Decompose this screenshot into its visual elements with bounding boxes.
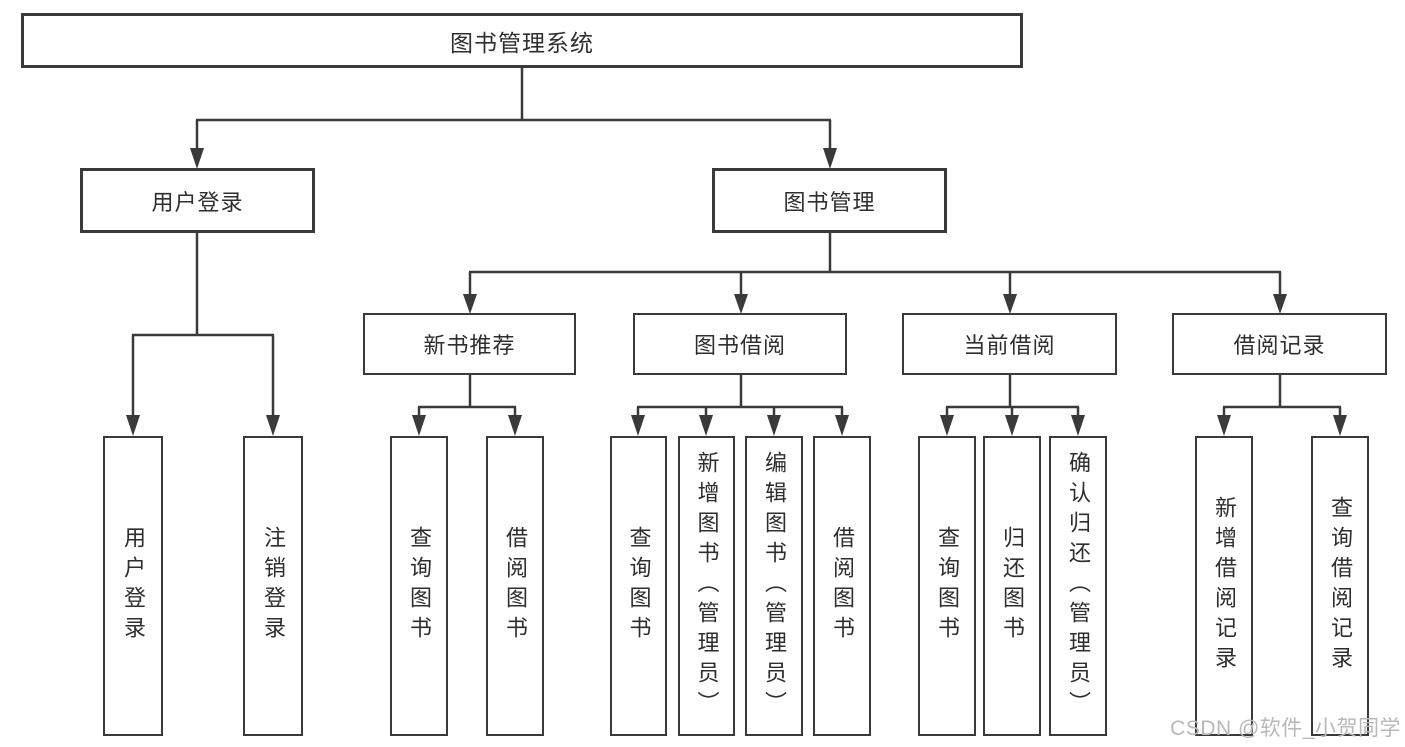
leaf-user-login: 用户登录 xyxy=(103,436,163,736)
node-current-borrow-label: 当前借阅 xyxy=(963,333,1056,358)
leaf-current-return-books-label: 归还图书 xyxy=(1000,526,1025,646)
node-book-borrow: 图书借阅 xyxy=(633,313,847,375)
leaf-borrow-borrow-books: 借阅图书 xyxy=(813,436,871,736)
leaf-borrow-add-books-admin-label: 新增图书（管理员） xyxy=(694,451,720,721)
leaf-current-query-books-label: 查询图书 xyxy=(935,526,960,646)
node-library-management-system: 图书管理系统 xyxy=(21,13,1023,68)
leaf-recommend-borrow-books-label: 借阅图书 xyxy=(503,526,528,646)
leaf-logout: 注销登录 xyxy=(243,436,303,736)
leaf-recommend-query-books-label: 查询图书 xyxy=(407,526,432,646)
leaf-records-query-record: 查询借阅记录 xyxy=(1311,436,1369,736)
leaf-borrow-borrow-books-label: 借阅图书 xyxy=(830,526,855,646)
leaf-records-add-record-label: 新增借阅记录 xyxy=(1212,496,1237,676)
node-library-management-system-label: 图书管理系统 xyxy=(450,29,594,56)
leaf-logout-label: 注销登录 xyxy=(261,526,286,646)
csdn-watermark: CSDN @软件_小贺同学 xyxy=(1170,717,1401,740)
node-new-book-recommend: 新书推荐 xyxy=(363,313,576,375)
node-user-login: 用户登录 xyxy=(80,168,315,233)
leaf-current-return-books: 归还图书 xyxy=(983,436,1041,736)
leaf-records-add-record: 新增借阅记录 xyxy=(1195,436,1253,736)
leaf-recommend-query-books: 查询图书 xyxy=(390,436,448,736)
node-new-book-recommend-label: 新书推荐 xyxy=(423,333,516,358)
node-borrow-records-label: 借阅记录 xyxy=(1233,333,1326,358)
leaf-borrow-add-books-admin: 新增图书（管理员） xyxy=(678,436,735,736)
leaf-current-confirm-return-admin: 确认归还（管理员） xyxy=(1049,436,1107,736)
node-book-management: 图书管理 xyxy=(712,168,947,233)
leaf-borrow-query-books-label: 查询图书 xyxy=(626,526,652,646)
leaf-recommend-borrow-books: 借阅图书 xyxy=(486,436,544,736)
leaf-borrow-edit-books-admin-label: 编辑图书（管理员） xyxy=(762,451,787,721)
node-current-borrow: 当前借阅 xyxy=(902,313,1117,375)
leaf-records-query-record-label: 查询借阅记录 xyxy=(1328,496,1353,676)
leaf-current-confirm-return-admin-label: 确认归还（管理员） xyxy=(1066,451,1091,721)
node-book-management-label: 图书管理 xyxy=(783,189,876,215)
node-book-borrow-label: 图书借阅 xyxy=(693,333,786,358)
node-user-login-label: 用户登录 xyxy=(151,189,244,215)
leaf-user-login-label: 用户登录 xyxy=(121,526,146,646)
leaf-borrow-query-books: 查询图书 xyxy=(610,436,667,736)
leaf-current-query-books: 查询图书 xyxy=(918,436,976,736)
node-borrow-records: 借阅记录 xyxy=(1172,313,1387,375)
leaf-borrow-edit-books-admin: 编辑图书（管理员） xyxy=(745,436,803,736)
